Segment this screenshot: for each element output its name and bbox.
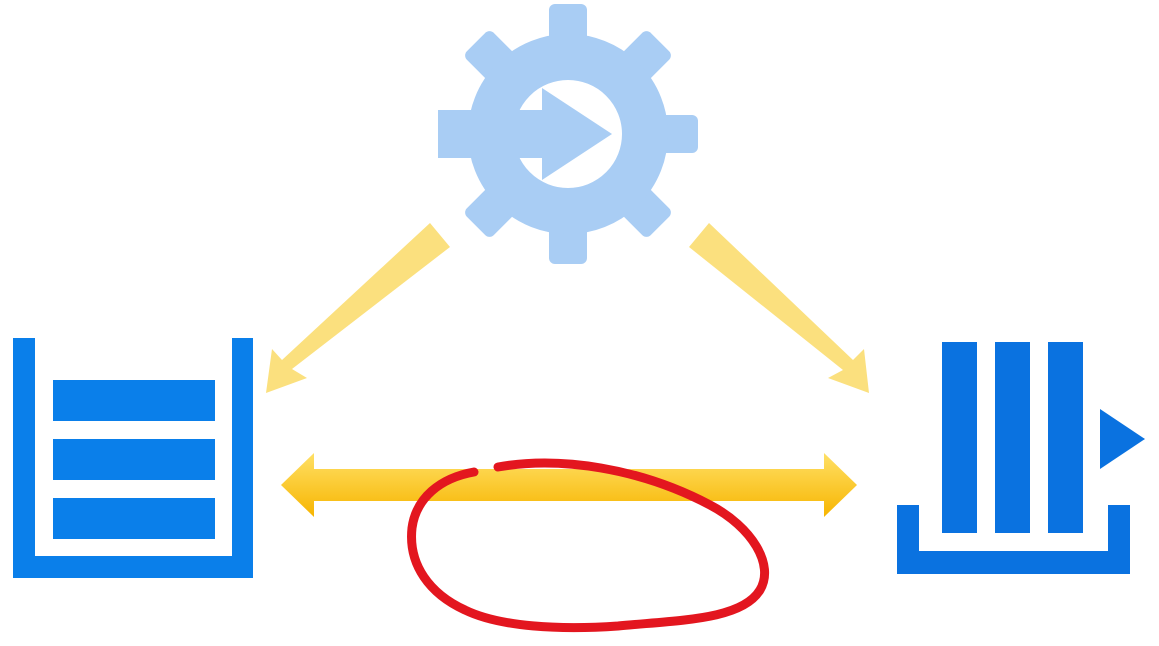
arrow-gear-to-queue — [689, 223, 869, 393]
hand-drawn-circle-annotation — [407, 458, 770, 633]
arrow-gear-to-storage — [266, 223, 450, 393]
queue-bar — [995, 342, 1030, 533]
play-triangle-icon — [1100, 409, 1145, 469]
gear-arrow-icon — [438, 4, 698, 264]
storage-bin-icon — [13, 338, 253, 578]
storage-row — [53, 380, 215, 421]
storage-row — [53, 439, 215, 480]
gear-arrow-shaft — [438, 110, 550, 158]
queue-bar — [1048, 342, 1083, 533]
gear-arrow-head — [542, 88, 612, 180]
queue-bar — [942, 342, 977, 533]
message-queue-icon — [897, 342, 1145, 574]
storage-row — [53, 498, 215, 539]
